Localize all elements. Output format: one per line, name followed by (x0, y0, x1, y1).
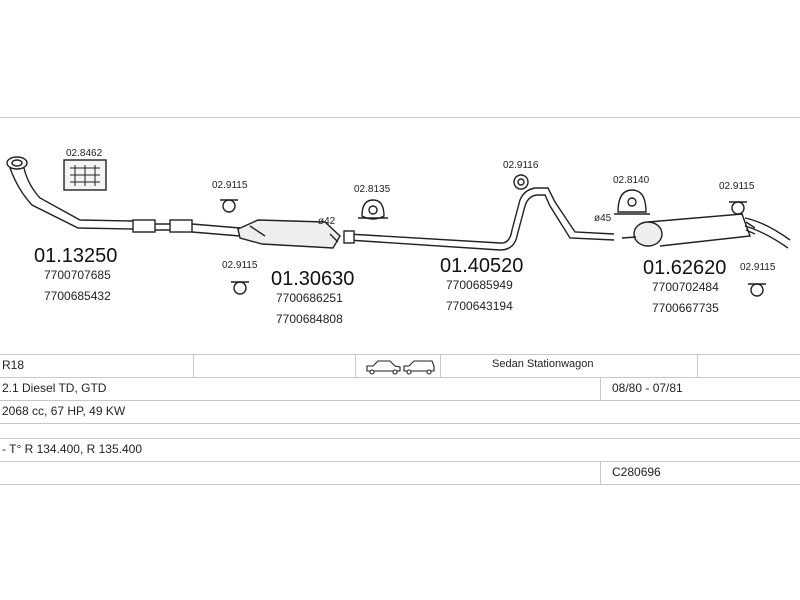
clamp-label: 02.9115 (222, 260, 258, 271)
oem-number: 7700707685 (44, 268, 111, 282)
diameter-label: ø45 (594, 213, 612, 224)
hanger-label: 02.8140 (613, 175, 650, 186)
hanger-label: 02.9116 (503, 160, 539, 171)
part-number[interactable]: 01.30630 (271, 268, 354, 290)
mount-kit-icon[interactable] (63, 159, 107, 191)
rubber-hanger-icon[interactable] (358, 199, 388, 220)
wagon-car-icon (403, 360, 435, 375)
part-number[interactable]: 01.13250 (34, 245, 117, 267)
exhaust-pipe-icon[interactable] (343, 187, 615, 251)
catalog-number: C280696 (612, 465, 661, 479)
table-col-line (440, 354, 441, 377)
clamp-icon[interactable] (231, 281, 249, 295)
table-col-line (600, 377, 601, 400)
clamp-label: 02.9115 (740, 262, 776, 273)
rubber-hanger-icon[interactable] (513, 174, 529, 190)
table-col-line (193, 354, 194, 377)
oem-number: 7700685432 (44, 289, 111, 303)
rubber-hanger-icon[interactable] (614, 189, 650, 215)
oem-number: 7700643194 (446, 299, 513, 313)
mount-kit-label: 02.8462 (66, 148, 103, 159)
oem-number: 7700685949 (446, 278, 513, 292)
clamp-label: 02.9115 (212, 180, 248, 191)
engine-specs: 2068 cc, 67 HP, 49 KW (2, 404, 126, 418)
muffler-icon[interactable] (621, 213, 791, 249)
top-border (0, 117, 800, 118)
table-col-line (355, 354, 356, 377)
clamp-icon[interactable] (729, 201, 747, 215)
clamp-label: 02.9115 (719, 181, 755, 192)
oem-number: 7700686251 (276, 291, 343, 305)
clamp-icon[interactable] (220, 199, 238, 213)
part-number[interactable]: 01.62620 (643, 257, 726, 279)
oem-number: 7700702484 (652, 280, 719, 294)
sedan-car-icon (366, 360, 401, 375)
table-row-line (0, 377, 800, 378)
table-row-line (0, 461, 800, 462)
table-row-line (0, 400, 800, 401)
oem-number: 7700667735 (652, 301, 719, 315)
table-bottom-line (0, 484, 800, 485)
table-row-line (0, 438, 800, 439)
type-codes: - T° R 134.400, R 135.400 (2, 442, 142, 456)
oem-number: 7700684808 (276, 312, 343, 326)
table-divider (0, 354, 800, 355)
vehicle-model: R18 (2, 358, 25, 372)
production-years: 08/80 - 07/81 (612, 381, 683, 395)
table-col-line (697, 354, 698, 377)
body-types: Sedan Stationwagon (492, 358, 594, 370)
part-number[interactable]: 01.40520 (440, 255, 523, 277)
exhaust-pipe-icon[interactable] (6, 156, 241, 237)
table-col-line (600, 461, 601, 484)
hanger-label: 02.8135 (354, 184, 391, 195)
engine-description: 2.1 Diesel TD, GTD (2, 381, 107, 395)
catalyst-icon[interactable] (237, 219, 341, 249)
clamp-icon[interactable] (748, 283, 766, 297)
table-row-line (0, 423, 800, 424)
diameter-label: ø42 (318, 216, 336, 227)
